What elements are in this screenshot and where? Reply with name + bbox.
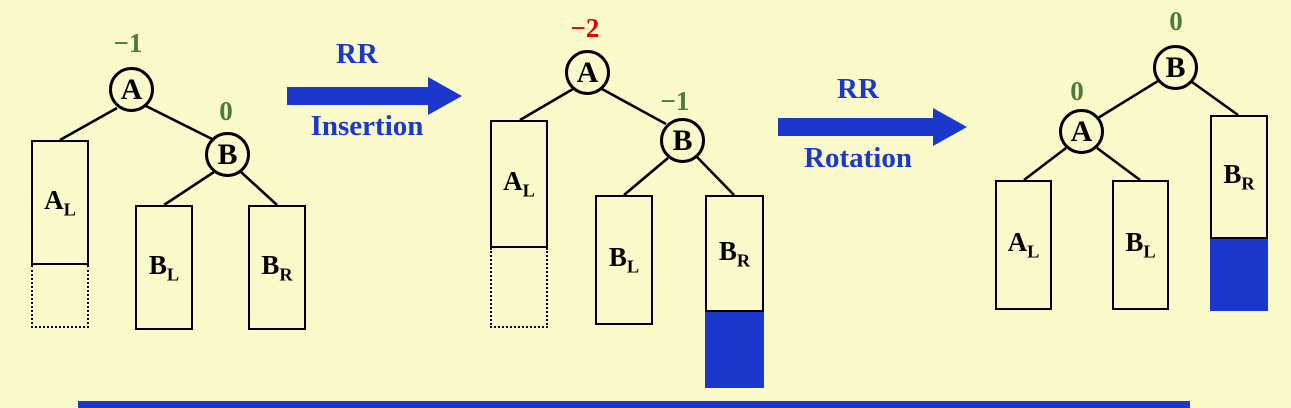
node-label: B [1165, 50, 1186, 84]
subtree-label-base: B [718, 235, 737, 266]
tree1-subtree-al: AL [31, 140, 89, 265]
subtree-label-base: B [148, 249, 167, 280]
subtree-label-base: A [1007, 227, 1028, 258]
subtree-label-sub: L [1027, 241, 1040, 262]
subtree-label-base: A [44, 184, 64, 215]
tree3-balance-a: 0 [1070, 76, 1084, 106]
subtree-label-base: B [261, 249, 280, 280]
tree3-node-b: B [1153, 45, 1198, 90]
subtree-label-base: A [503, 166, 523, 197]
tree3-node-a: A [1059, 109, 1104, 154]
tree2-subtree-al-dotted-extension [490, 248, 548, 328]
tree-edge [1191, 80, 1239, 117]
subtree-label-base: B [1223, 159, 1242, 190]
tree-edge [1096, 146, 1141, 182]
tree1-balance-a: −1 [113, 28, 143, 58]
node-label: B [217, 137, 238, 171]
tree2-balance-a: −2 [570, 13, 600, 43]
tree2-balance-b: −1 [660, 86, 690, 116]
node-label: B [672, 123, 693, 157]
tree-edge [240, 171, 278, 206]
subtree-label-br: BR [261, 250, 292, 285]
subtree-label-bl: BL [1125, 227, 1155, 262]
tree2-subtree-al: AL [490, 120, 548, 248]
tree-edge [59, 106, 118, 142]
tree-edge [163, 170, 215, 207]
tree2-subtree-bl: BL [595, 195, 653, 325]
tree3-balance-b: 0 [1169, 6, 1183, 36]
subtree-label-br: BR [719, 236, 750, 271]
subtree-label-al: AL [503, 166, 535, 201]
rotation-arrow-label-top: RR [837, 73, 879, 105]
insertion-arrow-label-bottom: Insertion [310, 110, 424, 142]
tree2-node-a: A [565, 50, 610, 95]
node-label: A [120, 72, 143, 106]
node-label: A [1070, 114, 1093, 148]
subtree-label-bl: BL [609, 242, 639, 277]
tree2-inserted-node-block [705, 312, 764, 388]
subtree-label-sub: L [522, 180, 535, 201]
tree-edge [1023, 146, 1067, 182]
tree3-subtree-bl: BL [1112, 180, 1169, 310]
subtree-label-sub: L [626, 256, 640, 277]
tree3-subtree-br: BR [1210, 115, 1268, 239]
subtree-label-sub: R [1241, 173, 1255, 194]
subtree-label-sub: L [63, 199, 76, 220]
tree3-subtree-al: AL [995, 180, 1052, 310]
tree2-subtree-br: BR [705, 195, 764, 312]
tree1-subtree-al-dotted-extension [31, 265, 89, 328]
tree3-inserted-node-block [1210, 239, 1268, 311]
tree1-subtree-br: BR [248, 205, 306, 330]
subtree-label-sub: L [1143, 241, 1156, 262]
subtree-label-base: B [1125, 227, 1144, 258]
subtree-label-al: AL [1008, 227, 1040, 262]
tree1-subtree-bl: BL [135, 205, 193, 330]
subtree-label-sub: R [736, 250, 751, 271]
tree-edge [519, 87, 574, 122]
tree-edge [696, 156, 735, 196]
tree1-balance-b: 0 [219, 96, 233, 126]
subtree-label-br: BR [1223, 159, 1254, 194]
tree1-node-a: A [109, 67, 154, 112]
subtree-label-sub: L [166, 264, 180, 285]
bottom-border-bar [78, 401, 1190, 408]
rotation-arrow-label-bottom: Rotation [804, 142, 912, 174]
subtree-label-bl: BL [149, 250, 179, 285]
insertion-arrow-label-top: RR [336, 38, 378, 70]
tree-edge [623, 157, 669, 196]
tree2-node-b: B [660, 118, 705, 163]
node-label: A [576, 55, 599, 89]
subtree-label-al: AL [44, 185, 76, 220]
subtree-label-base: B [608, 242, 627, 273]
tree1-node-b: B [205, 132, 250, 177]
tree-edge [1097, 79, 1159, 120]
subtree-label-sub: R [279, 264, 293, 285]
rotation-arrow-shape [778, 108, 967, 146]
